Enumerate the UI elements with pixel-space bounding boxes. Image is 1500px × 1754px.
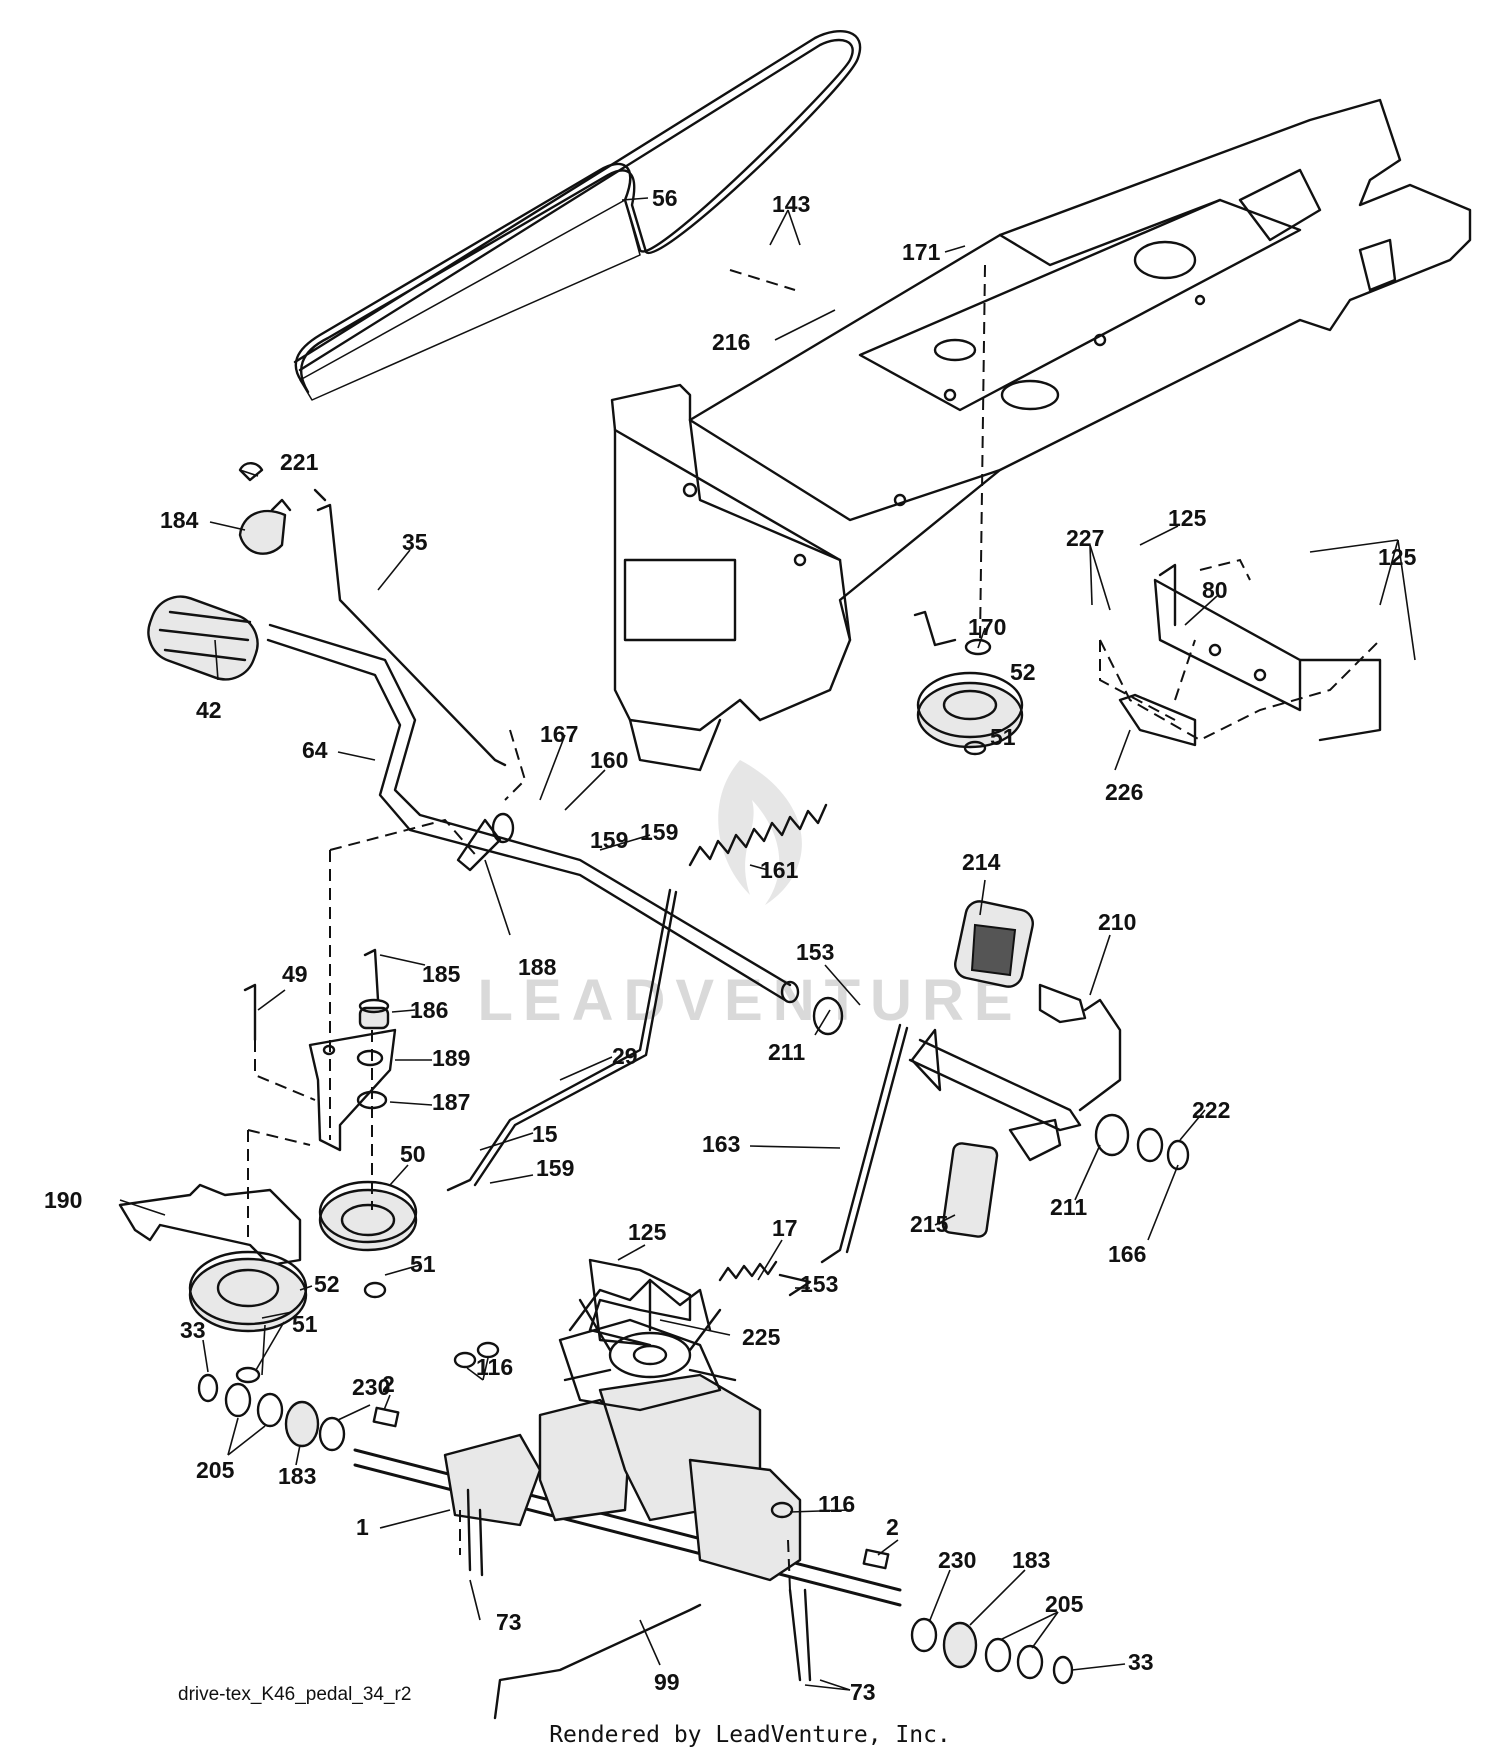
callout-225: 225 bbox=[742, 1324, 781, 1350]
callout-184: 184 bbox=[160, 507, 199, 533]
callout-230-right: 230 bbox=[938, 1547, 976, 1573]
watermark: LEADVENTURE bbox=[477, 760, 1022, 1033]
callout-227: 227 bbox=[1066, 525, 1104, 551]
callout-159-low: 159 bbox=[536, 1155, 574, 1181]
callout-17: 17 bbox=[772, 1215, 798, 1241]
callout-183-right: 183 bbox=[1012, 1547, 1050, 1573]
callout-35: 35 bbox=[402, 529, 428, 555]
callout-170: 170 bbox=[968, 614, 1006, 640]
callout-189: 189 bbox=[432, 1045, 470, 1071]
callout-205-left: 205 bbox=[196, 1457, 235, 1483]
callout-188: 188 bbox=[518, 954, 557, 980]
callout-166: 166 bbox=[1108, 1241, 1146, 1267]
callout-153-top: 153 bbox=[796, 939, 834, 965]
callout-125-top: 125 bbox=[1168, 505, 1207, 531]
callout-161: 161 bbox=[760, 857, 799, 883]
callout-73-left: 73 bbox=[496, 1609, 522, 1635]
callout-205-right: 205 bbox=[1045, 1591, 1084, 1617]
left-axle-hardware bbox=[197, 1373, 346, 1452]
callout-33-right: 33 bbox=[1128, 1649, 1154, 1675]
footer-credit: Rendered by LeadVenture, Inc. bbox=[549, 1722, 951, 1748]
callout-49: 49 bbox=[282, 961, 308, 987]
spring-161 bbox=[688, 803, 828, 867]
callout-226: 226 bbox=[1105, 779, 1143, 805]
callout-185: 185 bbox=[422, 961, 461, 987]
callout-2-left: 2 bbox=[382, 1371, 395, 1397]
callout-51-mid: 51 bbox=[410, 1251, 436, 1277]
callout-183-left: 183 bbox=[278, 1463, 316, 1489]
callout-215: 215 bbox=[910, 1211, 949, 1237]
brake-shaft-assembly bbox=[147, 488, 800, 1004]
callout-56: 56 bbox=[652, 185, 678, 211]
callout-190: 190 bbox=[44, 1187, 82, 1213]
callout-159-top: 159 bbox=[640, 819, 678, 845]
callout-160: 160 bbox=[590, 747, 628, 773]
bracket-225 bbox=[588, 1258, 692, 1347]
right-axle-hardware bbox=[910, 1617, 1074, 1685]
pedal-assembly bbox=[812, 900, 1190, 1238]
leader-lines bbox=[119, 197, 1416, 1691]
callout-167: 167 bbox=[540, 721, 578, 747]
callout-143: 143 bbox=[772, 191, 810, 217]
drive-belt bbox=[293, 30, 862, 401]
callout-221: 221 bbox=[280, 449, 319, 475]
mounting-bracket bbox=[1118, 563, 1382, 747]
callout-116-left: 116 bbox=[476, 1354, 513, 1380]
callout-50: 50 bbox=[400, 1141, 426, 1167]
callout-99: 99 bbox=[654, 1669, 680, 1695]
callout-51-frame: 51 bbox=[990, 724, 1016, 750]
pulley-shield bbox=[118, 1183, 308, 1384]
callout-230-left: 230 bbox=[352, 1374, 390, 1400]
callout-116-right: 116 bbox=[818, 1491, 855, 1517]
callout-2-right: 2 bbox=[886, 1514, 899, 1540]
callout-73-right: 73 bbox=[850, 1679, 876, 1705]
callout-153-low: 153 bbox=[800, 1271, 838, 1297]
callout-187: 187 bbox=[432, 1089, 470, 1115]
callout-125-right: 125 bbox=[1378, 544, 1417, 570]
callout-33-left: 33 bbox=[180, 1317, 206, 1343]
assembly-guides bbox=[247, 264, 1381, 1591]
callout-210: 210 bbox=[1098, 909, 1136, 935]
callout-211-left: 211 bbox=[768, 1039, 805, 1065]
callout-211-right: 211 bbox=[1050, 1194, 1087, 1220]
callout-labels: 56 143 171 216 221 184 35 42 64 167 160 … bbox=[44, 185, 1417, 1705]
callout-1: 1 bbox=[356, 1514, 369, 1540]
callout-163: 163 bbox=[702, 1131, 740, 1157]
knob-and-clip bbox=[238, 462, 292, 555]
callout-80: 80 bbox=[1202, 577, 1228, 603]
idler-bracket bbox=[243, 948, 418, 1299]
callout-52-left: 52 bbox=[314, 1271, 340, 1297]
callout-51-left: 51 bbox=[292, 1311, 318, 1337]
rod-99 bbox=[493, 1603, 702, 1720]
callout-125-mid: 125 bbox=[628, 1219, 667, 1245]
callout-222: 222 bbox=[1192, 1097, 1230, 1123]
callout-171: 171 bbox=[902, 239, 941, 265]
callout-29: 29 bbox=[612, 1043, 638, 1069]
callout-216: 216 bbox=[712, 329, 750, 355]
callout-186: 186 bbox=[410, 997, 448, 1023]
frame-pulley bbox=[913, 610, 1024, 756]
control-rods bbox=[446, 888, 909, 1297]
callout-42: 42 bbox=[196, 697, 222, 723]
watermark-text: LEADVENTURE bbox=[477, 968, 1022, 1033]
callout-15: 15 bbox=[532, 1121, 558, 1147]
callout-214: 214 bbox=[962, 849, 1001, 875]
callout-159-mid: 159 bbox=[590, 827, 628, 853]
callout-64: 64 bbox=[302, 737, 328, 763]
callout-52-frame: 52 bbox=[1010, 659, 1036, 685]
drawing-id: drive-tex_K46_pedal_34_r2 bbox=[178, 1684, 411, 1705]
transaxle bbox=[353, 1278, 902, 1682]
tractor-frame bbox=[610, 98, 1472, 772]
